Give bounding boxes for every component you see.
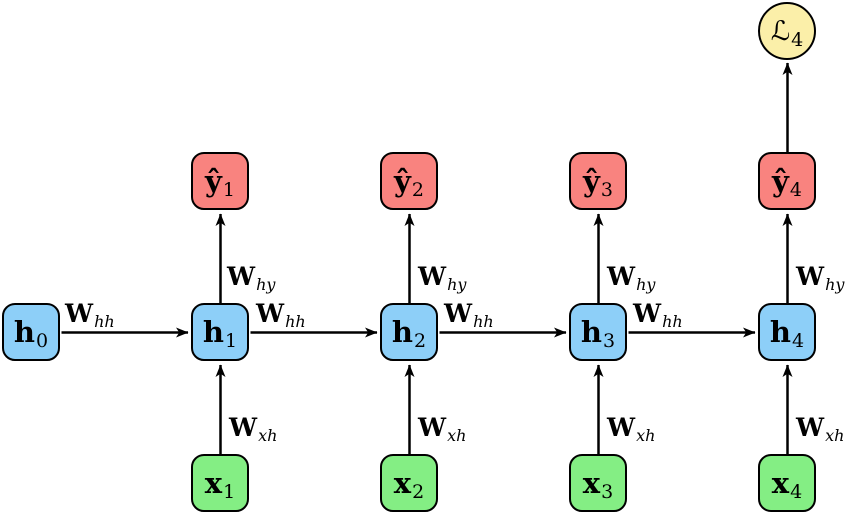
edge-label-subscript: hy xyxy=(447,275,467,294)
edge-label-base: W xyxy=(633,299,662,328)
node-h1-subscript: 1 xyxy=(225,329,238,352)
edge-label-whh-4: Whh xyxy=(633,299,683,330)
edge-label-subscript: xh xyxy=(447,426,467,445)
edge-label-subscript: hh xyxy=(285,312,306,331)
node-y1-label: ŷ xyxy=(205,163,222,198)
node-h4-label: h xyxy=(769,314,791,349)
node-x4-subscript: 4 xyxy=(790,480,803,503)
edge-label-wxh-2: Wxh xyxy=(418,413,466,444)
edge-label-subscript: xh xyxy=(258,426,278,445)
node-y4-subscript: 4 xyxy=(789,178,802,201)
edge-label-base: W xyxy=(444,299,473,328)
edge-label-subscript: xh xyxy=(636,426,656,445)
edge-label-subscript: hh xyxy=(662,312,683,331)
edge-label-base: W xyxy=(796,413,825,442)
edge-label-subscript: hy xyxy=(636,275,656,294)
edge-label-base: W xyxy=(256,299,285,328)
edge-label-wxh-1: Wxh xyxy=(229,413,277,444)
node-x2-label: x xyxy=(393,465,412,500)
node-y4-label: ŷ xyxy=(772,163,789,198)
edge-label-base: W xyxy=(227,262,256,291)
node-loss-label: ℒ xyxy=(770,15,791,47)
node-x1-label: x xyxy=(204,465,223,500)
edge-label-base: W xyxy=(607,413,636,442)
node-x2-subscript: 2 xyxy=(412,480,425,503)
node-y3-subscript: 3 xyxy=(600,178,613,201)
edge-label-subscript: hy xyxy=(825,275,845,294)
edge-label-subscript: hh xyxy=(94,312,115,331)
edge-label-why-2: Why xyxy=(418,262,466,293)
edge-label-base: W xyxy=(796,262,825,291)
node-h1-label: h xyxy=(202,314,224,349)
edge-label-base: W xyxy=(418,262,447,291)
node-y2-subscript: 2 xyxy=(411,178,424,201)
edge-label-base: W xyxy=(65,299,94,328)
node-h0-subscript: 0 xyxy=(36,329,49,352)
edge-label-whh-1: Whh xyxy=(65,299,115,330)
edge-label-subscript: hh xyxy=(473,312,494,331)
edge-label-why-1: Why xyxy=(227,262,275,293)
node-x3-label: x xyxy=(582,465,601,500)
node-y2-label: ŷ xyxy=(394,163,411,198)
edge-label-subscript: hy xyxy=(256,275,276,294)
edge-label-base: W xyxy=(607,262,636,291)
edge-label-whh-3: Whh xyxy=(444,299,494,330)
edge-label-base: W xyxy=(229,413,258,442)
edge-label-subscript: xh xyxy=(825,426,845,445)
node-loss-subscript: 4 xyxy=(791,28,804,51)
node-y1-subscript: 1 xyxy=(222,178,235,201)
edge-label-why-4: Why xyxy=(796,262,844,293)
node-x1-subscript: 1 xyxy=(223,480,236,503)
edge-label-why-3: Why xyxy=(607,262,655,293)
edge-label-wxh-3: Wxh xyxy=(607,413,655,444)
edge-label-whh-2: Whh xyxy=(256,299,306,330)
node-h0-label: h xyxy=(13,314,35,349)
node-x4-label: x xyxy=(771,465,790,500)
edge-label-wxh-4: Wxh xyxy=(796,413,844,444)
node-h3-subscript: 3 xyxy=(603,329,616,352)
node-y3-label: ŷ xyxy=(583,163,600,198)
edge-label-base: W xyxy=(418,413,447,442)
node-h2-label: h xyxy=(391,314,413,349)
node-h2-subscript: 2 xyxy=(414,329,427,352)
node-h4-subscript: 4 xyxy=(792,329,805,352)
node-h3-label: h xyxy=(580,314,602,349)
node-x3-subscript: 3 xyxy=(601,480,614,503)
